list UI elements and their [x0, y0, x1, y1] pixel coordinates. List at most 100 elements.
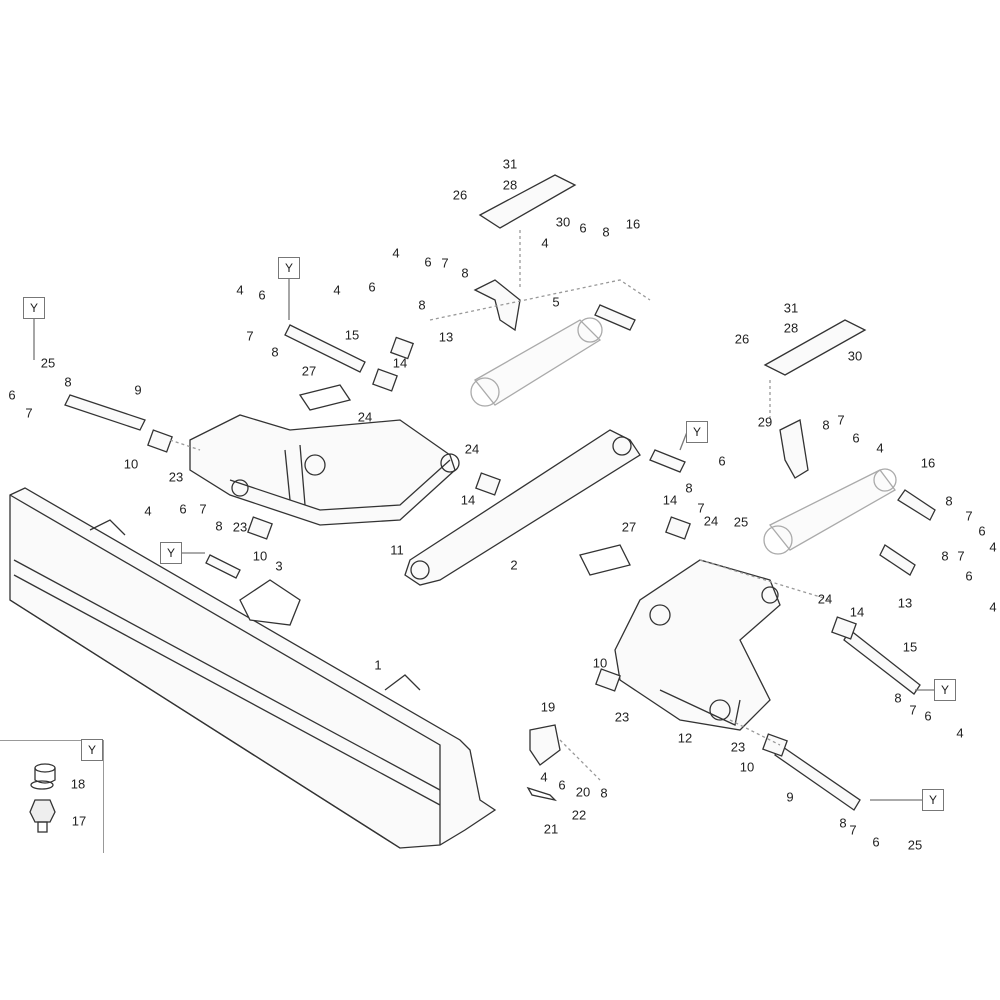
callout-part-13: 13: [438, 329, 454, 345]
callout-part-5: 5: [552, 294, 560, 310]
callout-part-24: 24: [464, 441, 480, 457]
detail-marker-box: Y: [922, 789, 944, 811]
callout-part-23: 23: [730, 739, 746, 755]
callout-part-30: 30: [555, 214, 571, 230]
detail-marker-box: Y: [160, 542, 182, 564]
detail-marker-box: Y: [81, 739, 103, 761]
decal-left: [298, 384, 352, 411]
callout-part-6: 6: [368, 279, 376, 295]
callout-part-16: 16: [625, 216, 641, 232]
callout-part-8: 8: [894, 690, 902, 706]
callout-part-6: 6: [718, 453, 726, 469]
callout-part-8: 8: [215, 518, 223, 534]
callout-part-27: 27: [301, 363, 317, 379]
callout-part-15: 15: [344, 327, 360, 343]
callout-part-8: 8: [461, 265, 469, 281]
callout-part-23: 23: [614, 709, 630, 725]
callout-part-26: 26: [452, 187, 468, 203]
callout-part-4: 4: [541, 235, 549, 251]
callout-part-25: 25: [733, 514, 749, 530]
callout-part-9: 9: [134, 382, 142, 398]
callout-part-8: 8: [941, 548, 949, 564]
callout-part-31: 31: [502, 156, 518, 172]
callout-part-18: 18: [70, 776, 86, 792]
callout-part-2: 2: [510, 557, 518, 573]
callout-part-6: 6: [978, 523, 986, 539]
callout-part-6: 6: [579, 220, 587, 236]
callout-part-11: 11: [390, 542, 404, 558]
callout-part-4: 4: [333, 282, 341, 298]
callout-part-6: 6: [852, 430, 860, 446]
callout-part-4: 4: [989, 539, 997, 555]
decal-right: [579, 544, 631, 576]
callout-part-17: 17: [71, 813, 87, 829]
pins: [64, 304, 936, 811]
callout-part-15: 15: [902, 639, 918, 655]
callout-part-8: 8: [839, 815, 847, 831]
callout-part-28: 28: [783, 320, 799, 336]
callout-part-14: 14: [849, 604, 865, 620]
callout-part-14: 14: [662, 492, 678, 508]
callout-part-4: 4: [392, 245, 400, 261]
callout-part-6: 6: [872, 834, 880, 850]
callout-part-9: 9: [786, 789, 794, 805]
callout-part-8: 8: [271, 344, 279, 360]
callout-part-8: 8: [822, 417, 830, 433]
callout-part-4: 4: [876, 440, 884, 456]
detail-marker-box: Y: [934, 679, 956, 701]
callout-part-25: 25: [907, 837, 923, 853]
left-hydraulic-cylinder: [470, 317, 603, 407]
callout-part-8: 8: [64, 374, 72, 390]
right-hydraulic-cylinder: [763, 468, 897, 555]
grease-fitting-inset: [29, 763, 56, 833]
bushings: [147, 336, 857, 757]
callout-part-12: 12: [677, 730, 693, 746]
detail-y-inset: [0, 740, 104, 853]
bracket-5: [473, 279, 521, 332]
callout-part-7: 7: [25, 405, 33, 421]
callout-part-7: 7: [849, 822, 857, 838]
detail-marker-box: Y: [23, 297, 45, 319]
part-19-block: [529, 724, 561, 766]
bracket-29: [779, 419, 809, 479]
callout-part-19: 19: [540, 699, 556, 715]
callout-part-7: 7: [246, 328, 254, 344]
callout-part-4: 4: [236, 282, 244, 298]
right-cover-plate: [763, 319, 867, 376]
callout-part-7: 7: [837, 412, 845, 428]
callout-part-4: 4: [540, 769, 548, 785]
callout-part-14: 14: [392, 355, 408, 371]
callout-part-10: 10: [123, 456, 139, 472]
callout-part-4: 4: [989, 599, 997, 615]
callout-part-8: 8: [418, 297, 426, 313]
callout-part-31: 31: [783, 300, 799, 316]
dozer-blade: [9, 487, 497, 849]
callout-part-4: 4: [144, 503, 152, 519]
link-arm: [404, 429, 641, 586]
callout-part-7: 7: [909, 702, 917, 718]
callout-part-24: 24: [817, 591, 833, 607]
callout-part-6: 6: [424, 254, 432, 270]
callout-part-7: 7: [965, 508, 973, 524]
callout-part-30: 30: [847, 348, 863, 364]
callout-part-13: 13: [897, 595, 913, 611]
callout-part-24: 24: [357, 409, 373, 425]
left-push-frame: [189, 414, 460, 526]
detail-leaders: [33, 278, 935, 801]
callout-part-27: 27: [621, 519, 637, 535]
callout-part-21: 21: [543, 821, 559, 837]
callout-part-6: 6: [558, 777, 566, 793]
assembly-lines: [169, 230, 831, 781]
part-22-plate: [526, 786, 558, 802]
callout-part-3: 3: [275, 558, 283, 574]
callout-part-16: 16: [920, 455, 936, 471]
callout-part-28: 28: [502, 177, 518, 193]
callout-part-8: 8: [945, 493, 953, 509]
callout-part-25: 25: [40, 355, 56, 371]
detail-marker-box: Y: [278, 257, 300, 279]
callout-part-6: 6: [258, 287, 266, 303]
callout-part-7: 7: [199, 501, 207, 517]
callout-part-10: 10: [252, 548, 268, 564]
callout-part-22: 22: [571, 807, 587, 823]
